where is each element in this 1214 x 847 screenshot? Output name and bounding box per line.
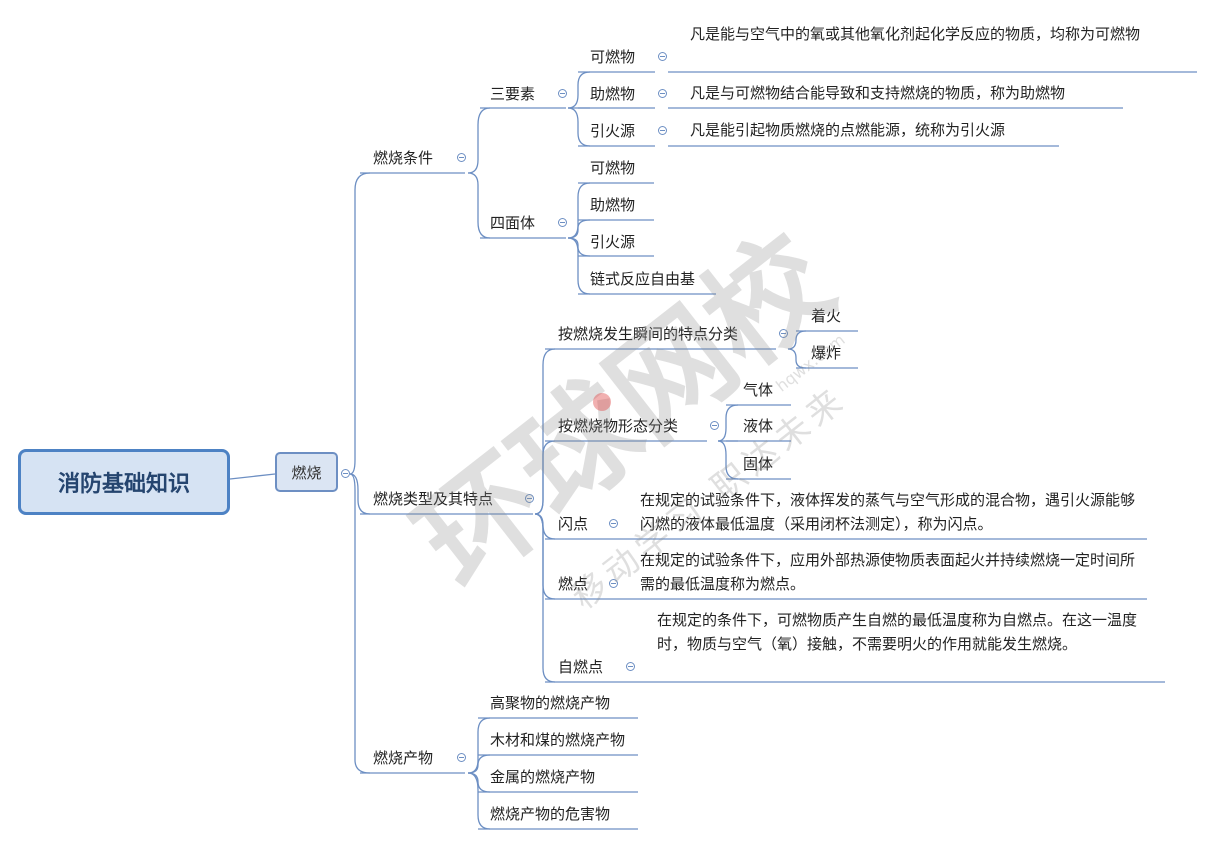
state-item[interactable]: 固体 bbox=[743, 455, 774, 473]
node-conditions[interactable]: 燃烧条件 bbox=[373, 149, 434, 167]
collapse-icon[interactable] bbox=[658, 89, 667, 98]
collapse-icon[interactable] bbox=[558, 218, 567, 227]
node-fire-point[interactable]: 燃点 bbox=[558, 575, 589, 593]
root-label: 消防基础知识 bbox=[57, 472, 190, 497]
center-label: 燃烧 bbox=[291, 463, 322, 482]
node-combustible[interactable]: 可燃物 bbox=[590, 48, 636, 66]
tetra-item[interactable]: 可燃物 bbox=[590, 159, 636, 177]
center-node[interactable]: 燃烧 bbox=[275, 452, 338, 492]
collapse-icon[interactable] bbox=[658, 52, 667, 61]
node-autoignition[interactable]: 自燃点 bbox=[558, 658, 604, 676]
node-products[interactable]: 燃烧产物 bbox=[373, 749, 434, 767]
collapse-icon[interactable] bbox=[658, 126, 667, 135]
state-item[interactable]: 气体 bbox=[743, 381, 774, 399]
collapse-icon[interactable] bbox=[457, 753, 466, 762]
node-types[interactable]: 燃烧类型及其特点 bbox=[373, 490, 494, 508]
node-ignition[interactable]: 引火源 bbox=[590, 122, 636, 140]
product-item[interactable]: 高聚物的燃烧产物 bbox=[490, 694, 611, 712]
product-item[interactable]: 燃烧产物的危害物 bbox=[490, 805, 611, 823]
tetra-item[interactable]: 链式反应自由基 bbox=[590, 270, 696, 288]
state-item[interactable]: 液体 bbox=[743, 417, 774, 435]
tetra-item[interactable]: 助燃物 bbox=[590, 196, 636, 214]
node-oxidizer[interactable]: 助燃物 bbox=[590, 85, 636, 103]
node-tetrahedron[interactable]: 四面体 bbox=[490, 214, 536, 232]
desc-flash-point: 在规定的试验条件下，液体挥发的蒸气与空气形成的混合物，遇引火源能够闪燃的液体最低… bbox=[640, 491, 1136, 533]
root-node[interactable]: 消防基础知识 bbox=[18, 449, 230, 515]
instant-item[interactable]: 着火 bbox=[811, 307, 842, 325]
collapse-icon[interactable] bbox=[626, 662, 635, 671]
desc-ignition: 凡是能引起物质燃烧的点燃能源，统称为引火源 bbox=[690, 121, 1006, 139]
collapse-icon[interactable] bbox=[779, 329, 788, 338]
collapse-icon[interactable] bbox=[525, 494, 534, 503]
desc-combustible: 凡是能与空气中的氧或其他氧化剂起化学反应的物质，均称为可燃物 bbox=[690, 25, 1141, 43]
tetra-item[interactable]: 引火源 bbox=[590, 233, 636, 251]
product-item[interactable]: 金属的燃烧产物 bbox=[490, 768, 596, 786]
node-flash-point[interactable]: 闪点 bbox=[558, 515, 589, 533]
node-three-elements[interactable]: 三要素 bbox=[490, 85, 536, 103]
collapse-icon[interactable] bbox=[558, 89, 567, 98]
instant-item[interactable]: 爆炸 bbox=[811, 344, 842, 362]
node-state[interactable]: 按燃烧物形态分类 bbox=[558, 417, 679, 435]
collapse-icon[interactable] bbox=[609, 579, 618, 588]
collapse-icon[interactable] bbox=[710, 421, 719, 430]
node-instant[interactable]: 按燃烧发生瞬间的特点分类 bbox=[558, 325, 739, 343]
desc-fire-point: 在规定的试验条件下，应用外部热源使物质表面起火并持续燃烧一定时间所需的最低温度称… bbox=[640, 551, 1136, 593]
collapse-icon[interactable] bbox=[609, 519, 618, 528]
collapse-icon[interactable] bbox=[341, 469, 350, 478]
product-item[interactable]: 木材和煤的燃烧产物 bbox=[490, 731, 626, 749]
desc-autoignition: 在规定的条件下，可燃物质产生自燃的最低温度称为自燃点。在这一温度时，物质与空气（… bbox=[657, 611, 1138, 653]
desc-oxidizer: 凡是与可燃物结合能导致和支持燃烧的物质，称为助燃物 bbox=[690, 84, 1066, 102]
collapse-icon[interactable] bbox=[457, 153, 466, 162]
